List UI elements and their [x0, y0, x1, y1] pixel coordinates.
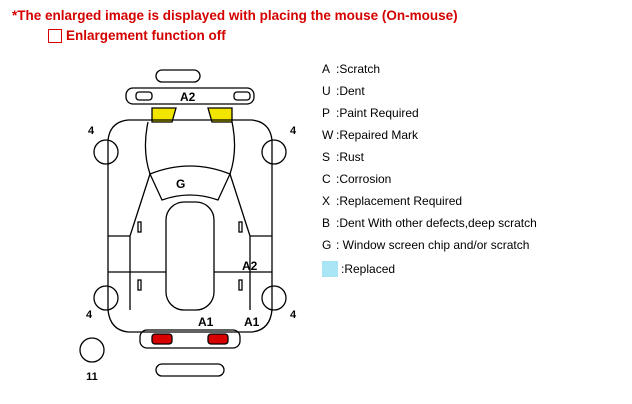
replaced-swatch [322, 261, 338, 277]
legend-item: G : Window screen chip and/or scratch [322, 234, 537, 256]
tire-rear-right [261, 285, 287, 311]
legend-code: P [322, 106, 331, 120]
top-plate [155, 69, 201, 83]
rear-lamp-right [207, 333, 229, 345]
legend-item: X :Replacement Required [322, 190, 537, 212]
legend-item: A :Scratch [322, 58, 537, 80]
mark-rear-center: A1 [198, 315, 214, 329]
legend-item: S :Rust [322, 146, 537, 168]
legend: A :Scratch U :Dent P :Paint Required W :… [322, 58, 537, 280]
legend-code: B [322, 216, 331, 230]
legend-code: U [322, 84, 331, 98]
legend-desc: :Dent With other defects,deep scratch [336, 216, 537, 230]
door-handle-right-1 [238, 221, 243, 233]
enlargement-checkbox[interactable] [48, 28, 62, 43]
mark-windshield: G [176, 177, 185, 191]
spare-tire [79, 337, 105, 363]
car-body-outline [107, 119, 273, 333]
legend-item-replaced: :Replaced [322, 258, 537, 280]
legend-code: C [322, 172, 331, 186]
legend-item: P :Paint Required [322, 102, 537, 124]
legend-item: W :Repaired Mark [322, 124, 537, 146]
door-handle-left-2 [137, 279, 142, 291]
enlargement-toggle[interactable]: Enlargement function off [48, 28, 226, 43]
legend-desc: : Window screen chip and/or scratch [336, 238, 530, 252]
legend-code: G [322, 238, 332, 252]
door-handle-right-2 [238, 279, 243, 291]
mark-left-front-tire: 4 [88, 125, 95, 137]
legend-desc: :Replacement Required [336, 194, 463, 208]
car-condition-diagram: A2 G 4 4 4 4 A2 A1 A1 11 [79, 69, 297, 383]
door-handle-left-1 [137, 221, 142, 233]
front-bumper [125, 87, 255, 105]
mark-right-front-tire: 4 [290, 125, 297, 137]
legend-desc: :Replaced [341, 262, 396, 276]
on-mouse-notice: *The enlarged image is displayed with pl… [12, 8, 458, 23]
legend-code: A [322, 62, 331, 76]
tire-front-left [93, 139, 119, 165]
legend-item: U :Dent [322, 80, 537, 102]
legend-code: S [322, 150, 331, 164]
legend-desc: :Repaired Mark [336, 128, 419, 142]
yellow-mark-left [151, 107, 177, 123]
legend-item: B :Dent With other defects,deep scratch [322, 212, 537, 234]
bottom-plate [155, 363, 225, 377]
mark-right-rear-tire: 4 [290, 309, 297, 321]
legend-code: W [322, 128, 334, 142]
rear-bumper [139, 329, 241, 349]
tire-front-right [261, 139, 287, 165]
tire-rear-left [93, 285, 119, 311]
mark-rear-right: A1 [244, 315, 260, 329]
front-lamp-right [233, 91, 251, 101]
hood-line-left [144, 121, 151, 175]
front-lamp-left [135, 91, 153, 101]
legend-code: X [322, 194, 331, 208]
mark-spare-tire: 11 [86, 371, 98, 383]
legend-desc: :Rust [336, 150, 365, 164]
windshield [149, 165, 231, 201]
legend-desc: :Corrosion [336, 172, 392, 186]
legend-item: C :Corrosion [322, 168, 537, 190]
legend-desc: :Dent [336, 84, 365, 98]
mark-rear-top: A2 [180, 90, 196, 104]
enlargement-label: Enlargement function off [66, 28, 226, 43]
rear-lamp-left [151, 333, 173, 345]
legend-desc: :Paint Required [336, 106, 419, 120]
mark-right-rear-door: A2 [242, 259, 258, 273]
legend-desc: :Scratch [336, 62, 381, 76]
mark-left-rear-tire: 4 [86, 309, 93, 321]
hood-line-right [229, 121, 236, 175]
roof [165, 201, 215, 311]
